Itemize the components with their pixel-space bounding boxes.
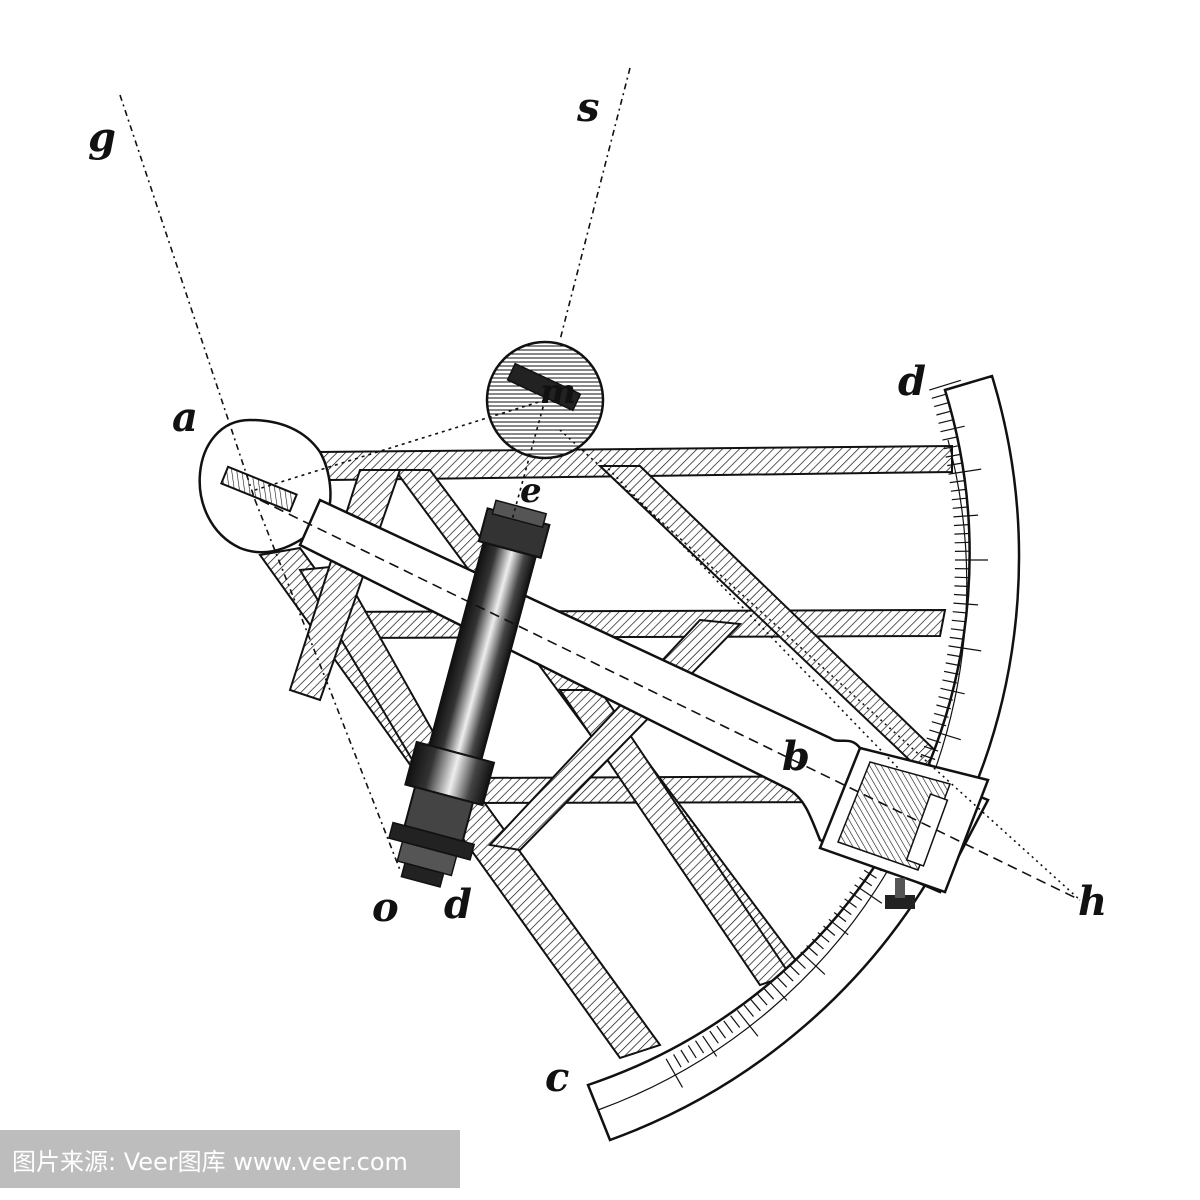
arc-tick: [934, 712, 949, 718]
arc-tick: [943, 670, 959, 675]
arc-tick: [823, 925, 836, 936]
arc-tick: [954, 585, 970, 588]
arc-tick: [673, 1054, 682, 1068]
arc-tick: [952, 611, 968, 614]
frame-struts: [258, 444, 953, 1060]
arc-tick: [951, 497, 967, 501]
arc-tick: [954, 541, 970, 544]
arc-tick: [844, 898, 857, 908]
arc-tick: [923, 745, 939, 752]
arc-tick: [702, 1035, 718, 1057]
arc-tick: [817, 932, 830, 943]
label-a: a: [172, 394, 198, 441]
label-s: s: [577, 84, 600, 131]
arc-tick: [769, 981, 788, 1001]
arc-tick: [931, 393, 947, 399]
watermark: 图片来源: Veer图库 www.veer.com: [0, 1130, 460, 1188]
arc-tick: [931, 721, 947, 727]
label-g: g: [88, 114, 116, 161]
arc-tick: [828, 918, 849, 936]
arc-tick: [926, 737, 941, 744]
arc-tick: [949, 636, 965, 640]
arc-tick: [940, 425, 965, 433]
arc-tick: [940, 687, 965, 695]
arc-tick: [947, 462, 962, 467]
arc-tick: [743, 1004, 754, 1017]
label-d-bottom: d: [444, 881, 472, 928]
label-m: m: [540, 372, 576, 412]
arc-tick: [953, 602, 979, 606]
arc-tick: [942, 436, 958, 441]
label-b: b: [782, 733, 810, 780]
arc-tick: [948, 645, 982, 652]
arc-tick: [954, 532, 970, 535]
telescope: [387, 499, 551, 888]
arc-tick: [811, 938, 824, 950]
arc-tick: [763, 987, 775, 1000]
arc-tick: [849, 891, 863, 901]
arc-tick: [938, 419, 954, 424]
label-h: h: [1078, 878, 1108, 925]
arc-tick: [694, 1040, 705, 1054]
arc-tick: [736, 1010, 759, 1037]
arc-tick: [954, 576, 970, 579]
label-c: c: [545, 1054, 570, 1101]
arc-tick: [948, 468, 982, 475]
arc-tick: [950, 488, 966, 492]
arc-tick: [806, 945, 819, 956]
arc-tick: [854, 884, 883, 904]
arc-tick: [716, 1025, 726, 1039]
sight-lines: [119, 67, 1081, 901]
arc-tick: [709, 1030, 719, 1044]
arc-tick: [951, 619, 967, 623]
arc-tick: [943, 445, 959, 450]
arc-tick: [750, 999, 761, 1012]
arc-tick: [947, 653, 962, 658]
arc-tick: [936, 410, 951, 416]
arc-tick: [776, 976, 788, 988]
label-d-top: d: [898, 358, 926, 405]
arc-tick: [953, 524, 969, 527]
arc-tick: [952, 506, 968, 509]
arc-tick: [788, 963, 800, 976]
arc-tick: [723, 1020, 734, 1034]
arc-tick: [859, 876, 873, 887]
arc-tick: [949, 480, 965, 484]
arc-tick: [794, 957, 806, 969]
arc-tick: [945, 662, 961, 667]
arc-tick: [929, 729, 961, 741]
arc-tick: [934, 402, 949, 408]
label-e: e: [520, 471, 542, 511]
arc-tick: [863, 869, 877, 879]
pivot-head: [198, 418, 332, 554]
arc-tick: [938, 696, 954, 701]
arc-tick: [950, 628, 966, 632]
arc-tick: [680, 1049, 690, 1063]
arc-tick: [730, 1015, 741, 1028]
arc-tick: [945, 453, 961, 458]
arc-tick: [920, 753, 936, 761]
arc-tick: [665, 1058, 684, 1088]
arc-tick: [800, 951, 826, 975]
label-o: o: [372, 884, 399, 931]
arc-tick: [839, 905, 852, 916]
arc-tick: [833, 912, 847, 923]
arc-tick: [782, 970, 794, 982]
arc-tick: [929, 379, 961, 391]
arc-tick: [953, 514, 979, 518]
arc-tick: [756, 993, 768, 1006]
arc-tick: [687, 1045, 697, 1059]
arc-tick: [953, 593, 969, 596]
arc-tick: [936, 704, 951, 710]
arc-tick: [942, 679, 958, 684]
